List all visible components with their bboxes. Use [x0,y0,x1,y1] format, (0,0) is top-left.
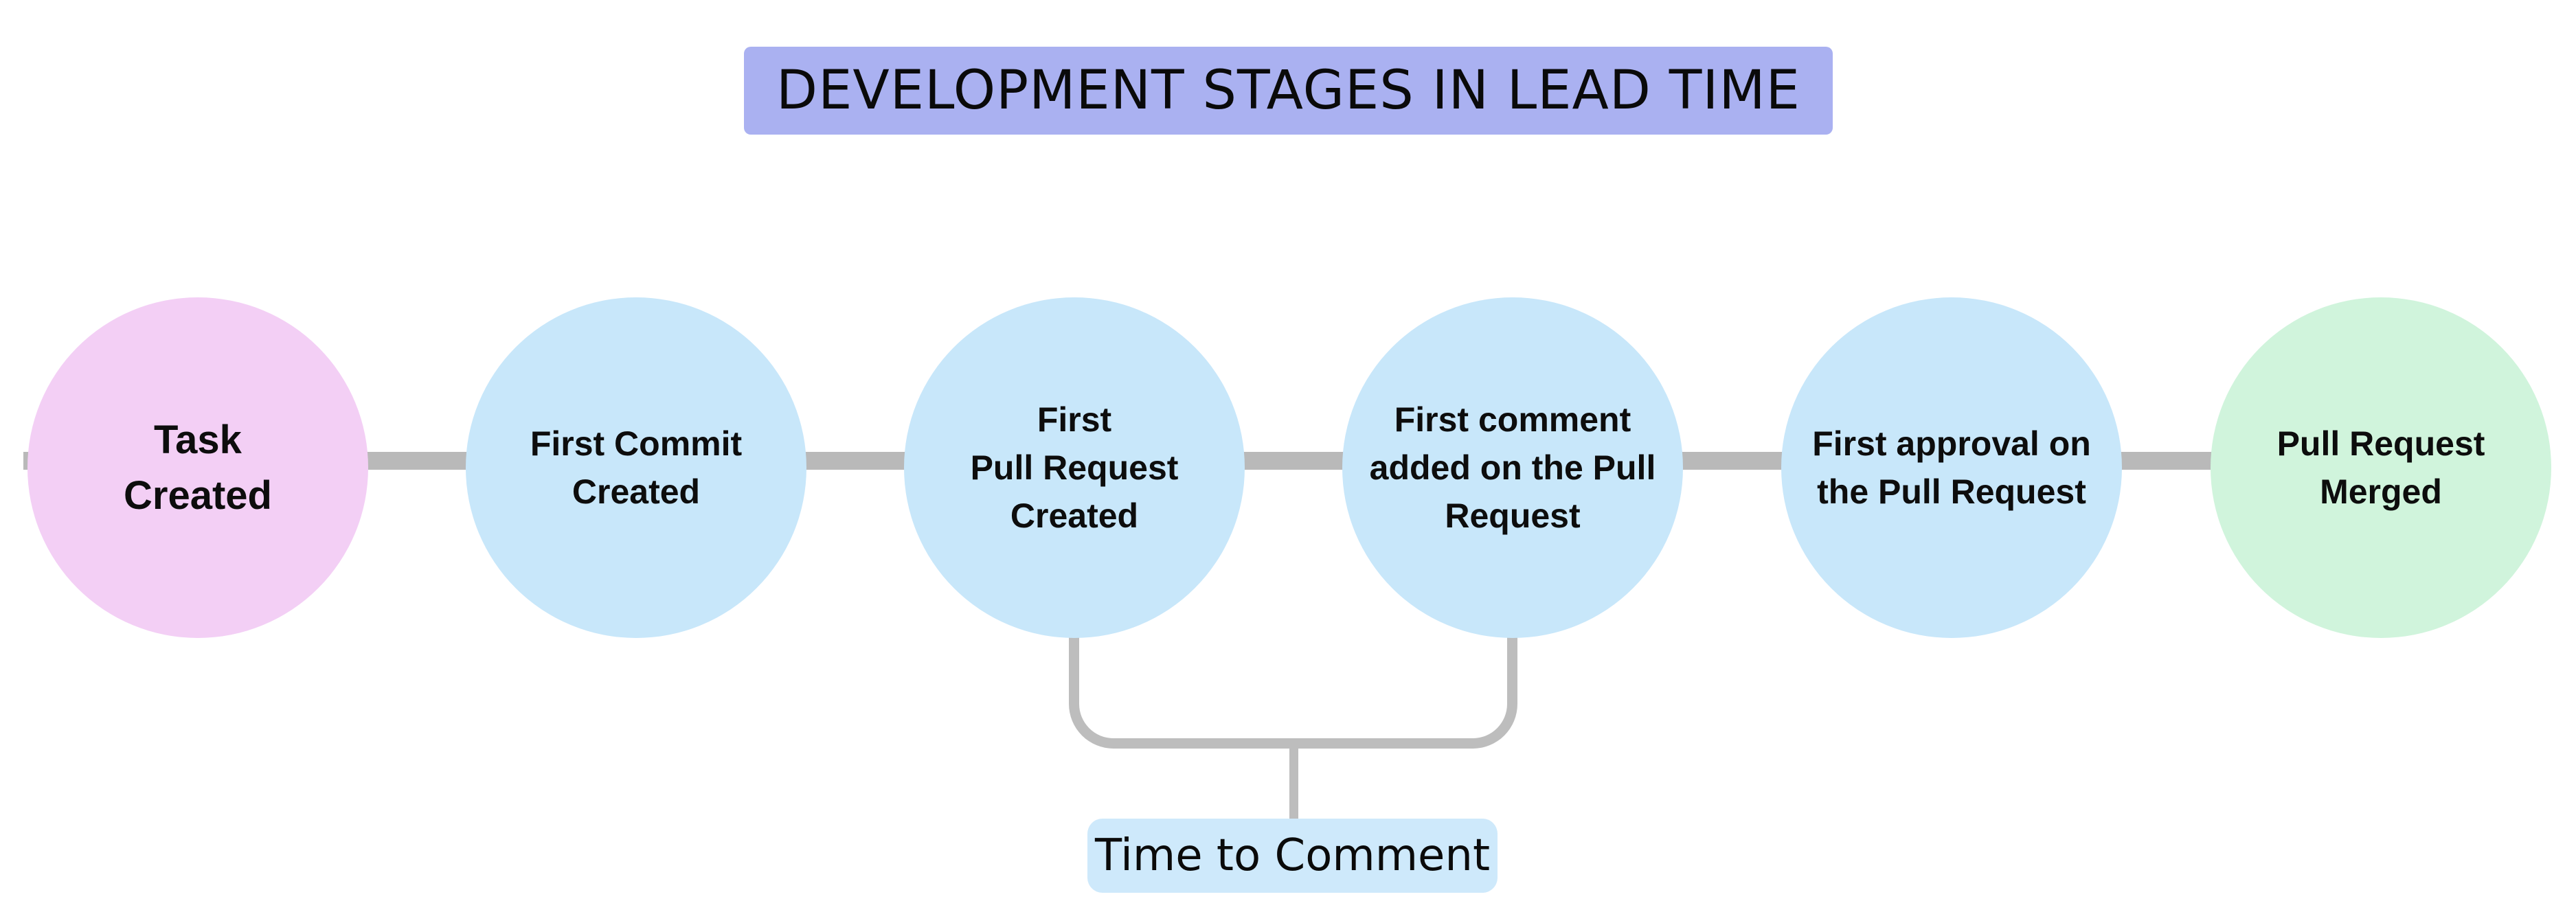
stage-node-first-commit-created: First Commit Created [466,297,806,638]
stage-node-label: Task Created [124,417,272,518]
title-banner: DEVELOPMENT STAGES IN LEAD TIME [744,47,1833,135]
stage-node-first-comment-added: First comment added on the Pull Request [1342,297,1683,638]
stage-node-label: First Commit Created [530,424,743,511]
time-to-comment-label: Time to Comment [1087,819,1498,893]
stage-node-label: Pull Request Merged [2276,424,2485,511]
stage-node-label: First approval on the Pull Request [1812,424,2091,511]
stage-node-first-approval: First approval on the Pull Request [1781,297,2122,638]
stage-node-pull-request-merged: Pull Request Merged [2211,297,2551,638]
stage-node-task-created: Task Created [27,297,368,638]
stage-node-label: First Pull Request Created [970,400,1179,535]
time-to-comment-bracket-stem [1289,745,1298,819]
stage-node-first-pull-request-created: First Pull Request Created [904,297,1245,638]
stage-node-label: First comment added on the Pull Request [1369,400,1656,535]
time-to-comment-bracket [1069,637,1517,749]
